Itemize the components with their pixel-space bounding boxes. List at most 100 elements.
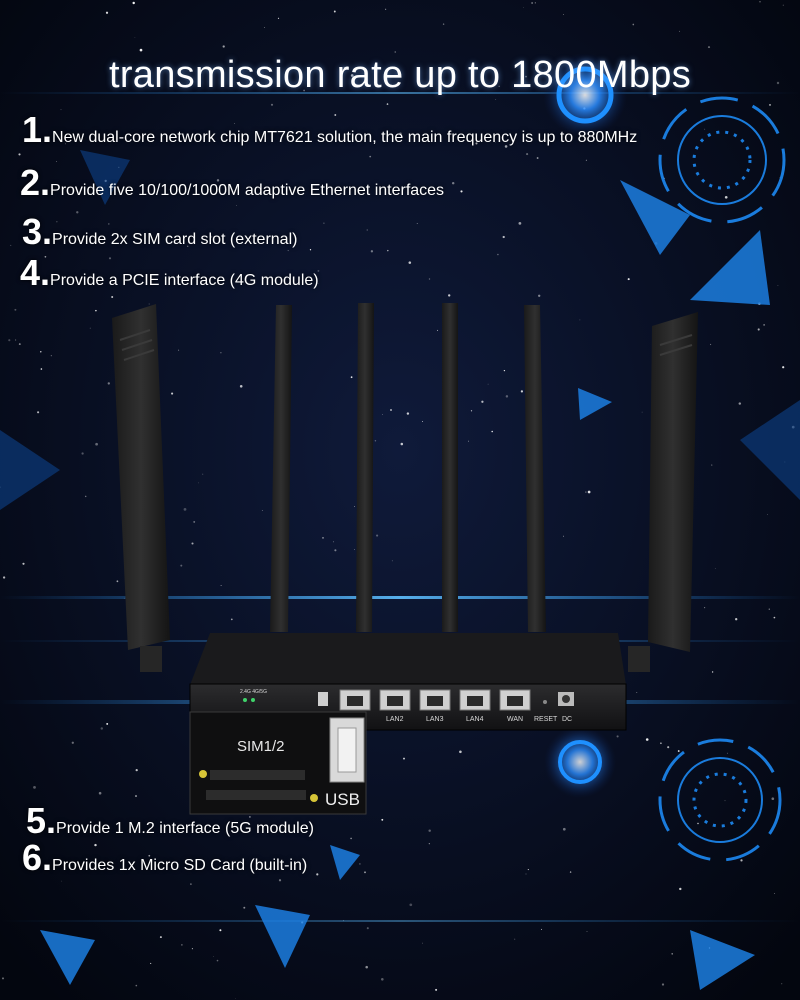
glow-orb — [544, 726, 616, 798]
star — [460, 190, 463, 193]
feature-number: 4. — [20, 252, 51, 293]
star — [50, 355, 52, 357]
star — [627, 278, 630, 281]
star — [95, 442, 98, 446]
star — [487, 383, 489, 385]
star — [317, 269, 320, 272]
router-image — [112, 303, 698, 815]
star — [64, 143, 66, 145]
star — [667, 746, 670, 749]
star — [22, 562, 25, 565]
star — [359, 863, 361, 865]
star — [763, 324, 765, 326]
star — [106, 722, 109, 725]
star — [105, 11, 109, 14]
port-label-wan: WAN — [507, 716, 524, 723]
star — [233, 123, 235, 125]
star — [94, 189, 96, 191]
star — [193, 520, 196, 523]
star — [354, 549, 355, 550]
star — [261, 510, 263, 511]
star — [89, 327, 91, 329]
star — [585, 491, 587, 493]
hud-ring-top — [658, 96, 786, 224]
star — [422, 942, 423, 944]
star — [697, 822, 699, 825]
star — [409, 903, 413, 907]
feature-text: Provide a PCIE interface (4G module) — [50, 272, 319, 289]
reset-label: RESET — [534, 716, 558, 723]
star — [491, 430, 494, 433]
star — [350, 74, 354, 77]
star — [220, 584, 222, 586]
star — [497, 253, 499, 256]
star — [180, 564, 183, 567]
star — [380, 977, 384, 981]
star — [150, 962, 152, 964]
star — [523, 7, 524, 9]
star — [100, 727, 104, 730]
star — [369, 155, 372, 158]
star — [562, 827, 566, 831]
star — [422, 421, 423, 423]
star — [135, 768, 138, 772]
star — [704, 128, 706, 130]
star — [60, 109, 62, 111]
star — [382, 414, 383, 416]
star — [707, 46, 711, 49]
star — [735, 618, 738, 621]
star — [714, 568, 716, 569]
star — [569, 871, 572, 873]
feature-number: 3. — [22, 211, 53, 252]
star — [18, 153, 21, 156]
star — [538, 294, 541, 297]
star — [387, 249, 389, 252]
star — [220, 352, 222, 354]
star — [587, 490, 591, 494]
star — [210, 235, 213, 238]
star — [385, 8, 387, 10]
star — [343, 66, 345, 68]
star — [711, 464, 713, 466]
star — [365, 965, 368, 969]
star — [563, 535, 565, 537]
star — [636, 692, 638, 693]
star — [178, 349, 180, 351]
star — [520, 390, 524, 393]
star — [376, 534, 379, 537]
star — [724, 800, 726, 802]
star — [134, 37, 136, 38]
light-beam — [0, 92, 800, 94]
star — [111, 295, 114, 299]
star — [781, 983, 783, 985]
star — [108, 257, 112, 260]
star — [724, 195, 728, 199]
star — [767, 514, 768, 515]
star — [303, 89, 305, 92]
star — [437, 329, 439, 331]
star — [704, 607, 706, 609]
decor-triangle — [690, 230, 770, 305]
glow-ring — [558, 740, 602, 784]
headline: transmission rate up to 1800Mbps — [108, 54, 691, 96]
decor-triangle — [40, 930, 95, 985]
star — [394, 51, 396, 53]
star — [40, 351, 42, 353]
usb-port-label: USB — [325, 790, 360, 809]
star — [334, 114, 337, 116]
star — [534, 2, 536, 4]
feature-6: 6.Provides 1x Micro SD Card (built-in) — [22, 840, 307, 876]
star — [277, 17, 280, 19]
star — [14, 308, 17, 311]
star — [399, 132, 402, 135]
star — [219, 929, 222, 932]
star — [773, 892, 776, 895]
star — [236, 205, 237, 206]
feature-text: Provide five 10/100/1000M adaptive Ether… — [50, 182, 445, 199]
star — [366, 927, 369, 930]
star — [660, 742, 662, 745]
star — [579, 319, 581, 321]
star — [183, 508, 187, 511]
star — [18, 343, 21, 346]
